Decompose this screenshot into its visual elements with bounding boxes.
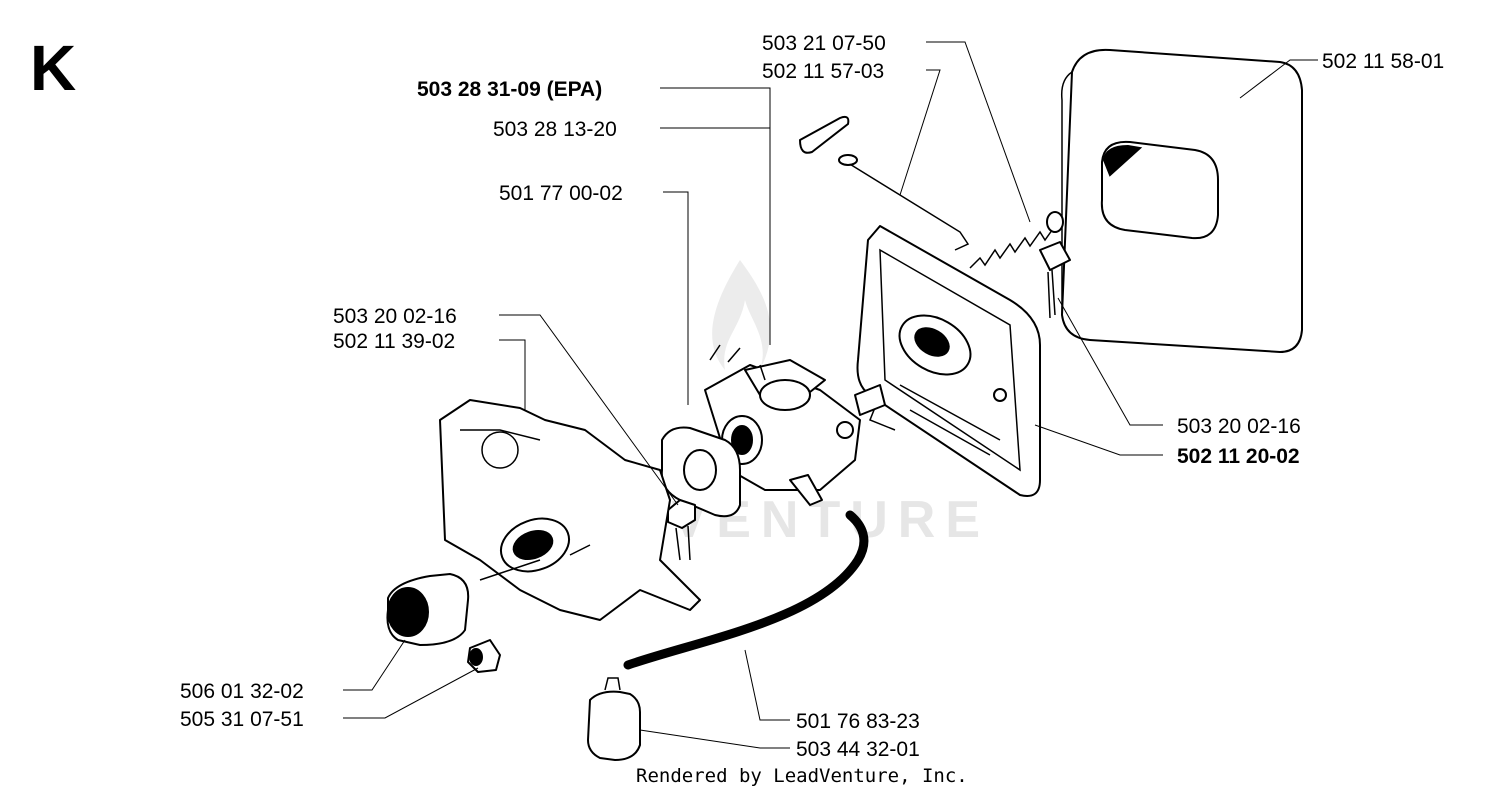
bushing-large-drawing — [386, 573, 470, 646]
label-502-11-20-02: 502 11 20-02 — [1177, 445, 1300, 468]
leader-lines — [343, 41, 1318, 749]
label-502-11-57-03: 502 11 57-03 — [762, 60, 884, 83]
label-503-21-07-50: 503 21 07-50 — [762, 32, 886, 55]
label-505-31-07-51: 505 31 07-51 — [180, 708, 304, 731]
air-filter-drawing — [1060, 48, 1303, 353]
label-503-44-32-01: 503 44 32-01 — [796, 738, 920, 761]
label-502-11-39-02: 502 11 39-02 — [333, 330, 455, 353]
part-labels: 503 28 31-09 (EPA) 503 28 13-20 501 77 0… — [180, 32, 1444, 761]
footer-credit: Rendered by LeadVenture, Inc. — [636, 765, 968, 787]
section-letter: K — [30, 32, 76, 104]
bushing-small-drawing — [467, 639, 501, 673]
housing-drawing — [439, 399, 701, 621]
spring-screw-drawing — [969, 211, 1071, 319]
label-503-28-13-20: 503 28 13-20 — [493, 118, 617, 141]
flame-logo-watermark — [712, 260, 771, 370]
fuel-filter-drawing — [587, 677, 641, 761]
label-503-20-02-16-right: 503 20 02-16 — [1177, 415, 1301, 438]
intake-plate-drawing — [854, 225, 1041, 497]
fuel-hose-drawing — [623, 510, 869, 670]
label-501-76-83-23: 501 76 83-23 — [796, 710, 920, 733]
label-501-77-00-02: 501 77 00-02 — [499, 182, 623, 205]
label-506-01-32-02: 506 01 32-02 — [180, 680, 304, 703]
bolt-left-drawing — [667, 499, 696, 561]
label-503-20-02-16-left: 503 20 02-16 — [333, 305, 457, 328]
label-502-11-58-01: 502 11 58-01 — [1322, 50, 1444, 73]
label-503-28-31-09-epa: 503 28 31-09 (EPA) — [417, 78, 602, 101]
carburetor-drawing — [704, 344, 861, 506]
